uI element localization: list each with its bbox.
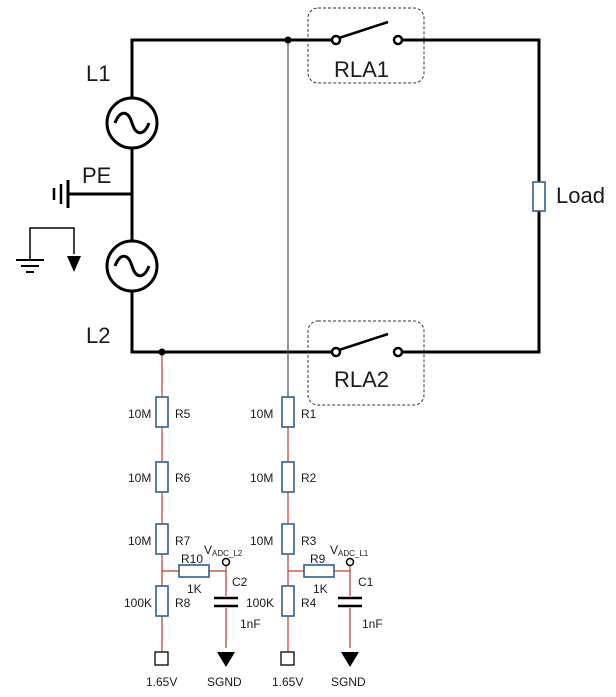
r6-name: R6 (175, 471, 191, 485)
resistor-r10 (178, 564, 210, 578)
resistor-r1 (281, 396, 295, 428)
adc-l1-pin (345, 557, 355, 567)
resistor-r5 (155, 396, 169, 428)
rla1-label: RLA1 (334, 57, 389, 82)
sgnd-label-left: SGND (207, 675, 242, 689)
c1-value: 1nF (362, 617, 383, 631)
ref-1v65-port-left (154, 651, 169, 666)
sgnd-label-right: SGND (331, 675, 366, 689)
resistor-r6 (155, 461, 169, 493)
resistor-r8 (155, 585, 169, 617)
r4-name: R4 (301, 596, 317, 610)
adc-l2-pin (221, 557, 231, 567)
resistor-r4 (281, 585, 295, 617)
r8-value: 100K (124, 596, 152, 610)
resistor-r3 (281, 523, 295, 555)
chassis-ground-icon (52, 180, 70, 208)
sgnd-icon (217, 652, 235, 667)
ref-1v65-port-right (280, 651, 295, 666)
vadc-l1-label: VADC_L1 (330, 543, 369, 558)
rla2-label: RLA2 (334, 367, 389, 392)
resistor-r7 (155, 523, 169, 555)
r9-value: 1K (313, 582, 328, 596)
l2-label: L2 (86, 323, 110, 348)
capacitor-c1 (338, 596, 362, 608)
c1-name: C1 (358, 575, 374, 589)
r8-name: R8 (175, 596, 191, 610)
r6-value: 10M (128, 471, 151, 485)
junction-dot (284, 36, 292, 44)
r7-name: R7 (175, 534, 191, 548)
r10-name: R10 (181, 552, 203, 566)
relay-rla1: RLA1 (307, 7, 425, 84)
l1-label: L1 (86, 61, 110, 86)
load-label: Load (556, 183, 605, 208)
r1-name: R1 (301, 407, 317, 421)
c2-name: C2 (232, 575, 248, 589)
ref-label-left: 1.65V (146, 675, 177, 689)
r2-value: 10M (250, 471, 273, 485)
load-resistor: Load (532, 181, 605, 212)
r5-value: 10M (128, 407, 151, 421)
ref-label-right: 1.65V (272, 675, 303, 689)
r1-value: 10M (250, 407, 273, 421)
r3-name: R3 (301, 534, 317, 548)
sense-wires (158, 36, 292, 397)
vadc-l2-label: VADC_L2 (204, 543, 243, 558)
pe-label: PE (82, 163, 111, 188)
junction-dot (158, 348, 166, 356)
capacitor-c2 (214, 596, 238, 608)
earth-ground-icon (16, 227, 75, 273)
main-wires (66, 38, 541, 354)
r10-value: 1K (187, 582, 202, 596)
signal-ground-icon (67, 256, 81, 272)
r5-name: R5 (175, 407, 191, 421)
ac-source-l2 (105, 239, 159, 293)
relay-rla2: RLA2 (307, 320, 425, 406)
resistor-r2 (281, 461, 295, 493)
right-divider: 10M R1 10M R2 10M R3 100K R4 R9 1K C1 1n… (246, 396, 383, 689)
r3-value: 10M (250, 534, 273, 548)
sgnd-icon (341, 652, 359, 667)
r7-value: 10M (128, 534, 151, 548)
r4-value: 100K (246, 596, 274, 610)
r9-name: R9 (310, 552, 326, 566)
c2-value: 1nF (240, 617, 261, 631)
r2-name: R2 (301, 471, 317, 485)
ac-source-l1 (105, 96, 159, 150)
resistor-r9 (303, 564, 335, 578)
left-divider: 10M R5 10M R6 10M R7 100K R8 R10 1K C2 1… (124, 396, 261, 689)
